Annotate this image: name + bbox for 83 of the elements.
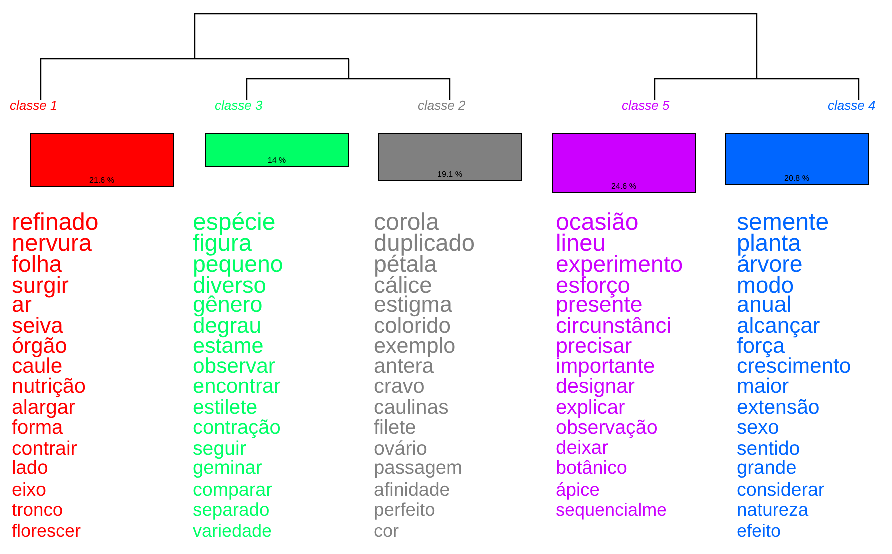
- term-word: sentido: [737, 438, 802, 459]
- term-word: refinado: [12, 213, 99, 234]
- term-word: alcançar: [737, 316, 822, 336]
- term-word: natureza: [737, 500, 810, 520]
- term-word: variedade: [193, 520, 274, 541]
- term-word: precisar: [556, 336, 632, 356]
- term-word: passagem: [374, 459, 464, 480]
- term-word: crescimento: [737, 356, 852, 377]
- percentage-bar: 24.6 %: [552, 133, 696, 193]
- term-word: nutrição: [12, 377, 87, 398]
- term-word: maior: [737, 377, 790, 398]
- term-word: duplicado: [374, 234, 476, 254]
- percentage-bar: 21.6 %: [30, 133, 174, 187]
- term-word: lado: [12, 459, 50, 480]
- term-word: órgão: [12, 336, 68, 356]
- term-word: tronco: [12, 500, 64, 520]
- term-word: perfeito: [374, 500, 436, 520]
- term-word: afinidade: [374, 480, 452, 500]
- term-word: caulinas: [374, 398, 450, 418]
- term-word: observação: [556, 418, 659, 438]
- term-word: forma: [12, 418, 64, 438]
- term-word: gênero: [193, 295, 263, 316]
- class-label: classe 2: [418, 98, 466, 113]
- term-word: cravo: [374, 377, 426, 398]
- term-word: folha: [12, 254, 62, 274]
- term-word: nervura: [12, 234, 93, 254]
- term-word: árvore: [737, 254, 804, 274]
- class-label: classe 1: [10, 98, 58, 113]
- term-word: seguir: [193, 438, 246, 459]
- term-word: encontrar: [193, 377, 282, 398]
- term-word: comparar: [193, 480, 274, 500]
- term-word: planta: [737, 234, 802, 254]
- term-word: exemplo: [374, 336, 457, 356]
- term-word: caule: [12, 356, 63, 377]
- term-word: observar: [193, 356, 276, 377]
- term-word: circunstânci: [556, 316, 673, 336]
- term-word: cálice: [374, 274, 432, 295]
- term-word: ocasião: [556, 213, 640, 234]
- term-word: ápice: [556, 480, 601, 500]
- term-word: contrair: [12, 438, 78, 459]
- term-word: efeito: [737, 520, 782, 541]
- term-word: sexo: [737, 418, 780, 438]
- class-label: classe 5: [622, 98, 670, 113]
- term-word: importante: [556, 356, 656, 377]
- term-word: alargar: [12, 398, 76, 418]
- term-word: eixo: [12, 480, 48, 500]
- term-word: florescer: [12, 520, 82, 541]
- class-label: classe 3: [215, 98, 263, 113]
- term-word: degrau: [193, 316, 263, 336]
- term-word: antera: [374, 356, 434, 377]
- term-word: designar: [556, 377, 635, 398]
- term-word: botânico: [556, 459, 628, 480]
- term-word: seiva: [12, 316, 64, 336]
- term-word: ar: [12, 295, 32, 316]
- percentage-bar: 14 %: [205, 133, 349, 167]
- term-word: deixar: [556, 438, 609, 459]
- term-word: corola: [374, 213, 440, 234]
- term-word: estigma: [374, 295, 454, 316]
- term-word: separado: [193, 500, 270, 520]
- term-word: lineu: [556, 234, 606, 254]
- term-word: semente: [737, 213, 830, 234]
- term-word: cor: [374, 520, 400, 541]
- term-word: extensão: [737, 398, 821, 418]
- term-word: modo: [737, 274, 794, 295]
- class-label: classe 4: [828, 98, 876, 113]
- percentage-bar: 20.8 %: [725, 133, 869, 185]
- term-word: considerar: [737, 480, 826, 500]
- term-word: pétala: [374, 254, 438, 274]
- term-word: contração: [193, 418, 282, 438]
- term-word: filete: [374, 418, 418, 438]
- term-word: estilete: [193, 398, 259, 418]
- term-word: figura: [193, 234, 252, 254]
- term-word: anual: [737, 295, 792, 316]
- term-word: experimento: [556, 254, 684, 274]
- percentage-bar: 19.1 %: [378, 133, 522, 181]
- term-word: grande: [737, 459, 798, 480]
- term-word: explicar: [556, 398, 626, 418]
- term-word: colorido: [374, 316, 452, 336]
- term-word: força: [737, 336, 786, 356]
- term-word: ovário: [374, 438, 428, 459]
- term-word: geminar: [193, 459, 264, 480]
- term-word: espécie: [193, 213, 277, 234]
- term-word: sequencialme: [556, 500, 668, 520]
